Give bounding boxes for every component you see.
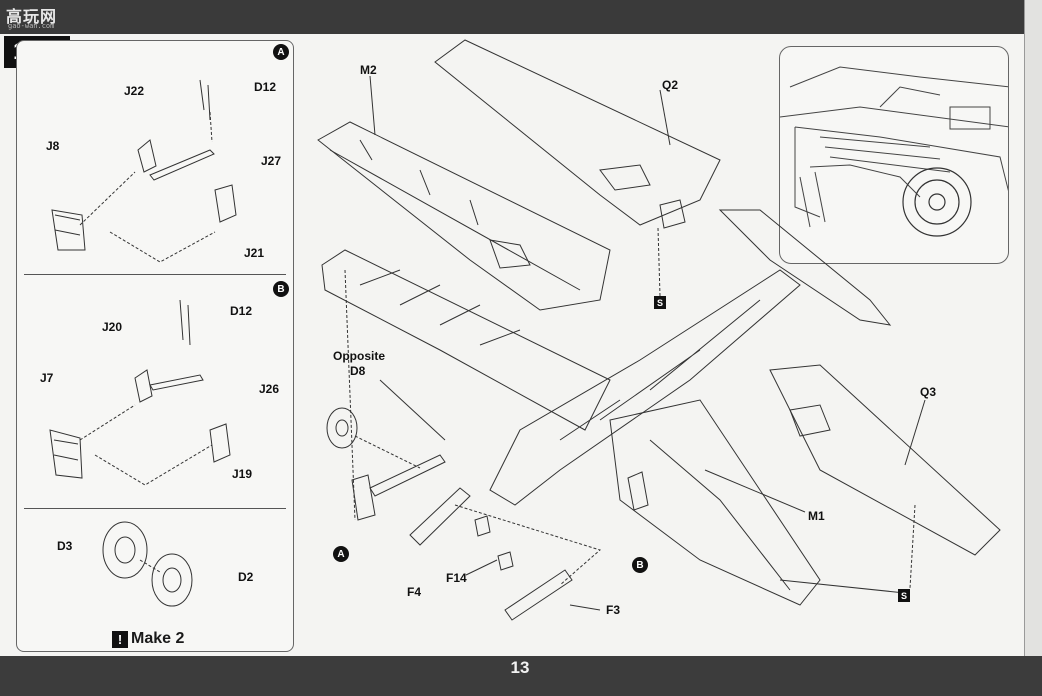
part-label-f4: F4: [407, 585, 422, 599]
part-label-d12-a: D12: [254, 80, 277, 94]
marker-b-substep: B: [273, 281, 289, 297]
site-logo: 高玩网: [6, 9, 58, 26]
note-icon-q3: S: [898, 589, 910, 602]
part-label-j26: J26: [259, 382, 280, 396]
note-icon-q2: S: [654, 296, 666, 309]
part-label-q2: Q2: [662, 78, 679, 92]
part-label-f3: F3: [606, 603, 621, 617]
part-label-q3: Q3: [920, 385, 937, 399]
make-quantity-note: ! Make 2: [112, 630, 184, 648]
attention-icon: !: [112, 630, 128, 648]
marker-a-substep: A: [273, 44, 289, 60]
part-label-j7: J7: [40, 371, 54, 385]
make-quantity-label: Make 2: [131, 630, 185, 647]
marker-b-main: B: [632, 557, 648, 573]
part-label-d3: D3: [57, 539, 73, 553]
part-label-j8: J8: [46, 139, 60, 153]
panel-divider-2: [24, 508, 286, 509]
sub-assembly-panel: [16, 40, 294, 652]
part-label-d12-b: D12: [230, 304, 253, 318]
part-label-m2: M2: [360, 63, 377, 77]
page-edge: [1024, 0, 1042, 696]
top-bar: [0, 0, 1042, 34]
detail-inset-drawing: [780, 66, 1008, 237]
part-label-f14: F14: [446, 571, 467, 585]
detail-inset: [779, 46, 1009, 264]
part-label-m1: M1: [808, 509, 825, 523]
part-label-j27: J27: [261, 154, 282, 168]
bottom-bar: [0, 656, 1042, 696]
label-opposite: Opposite: [333, 349, 386, 363]
panel-divider-1: [24, 274, 286, 275]
page-number: 13: [510, 658, 530, 677]
part-label-j20: J20: [102, 320, 123, 334]
part-label-j19: J19: [232, 467, 253, 481]
site-logo-subtext: gao-wan.com: [8, 22, 55, 30]
part-label-j22: J22: [124, 84, 145, 98]
part-label-d2: D2: [238, 570, 254, 584]
part-label-d8: D8: [350, 364, 366, 378]
part-label-j21: J21: [244, 246, 265, 260]
marker-a-main: A: [333, 546, 349, 562]
